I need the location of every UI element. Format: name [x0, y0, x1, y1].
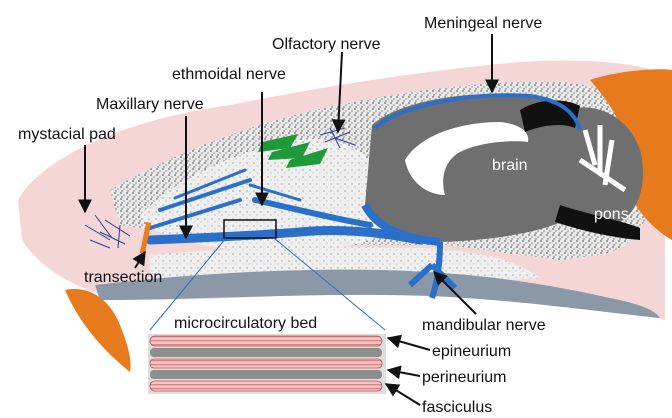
label-olfactory-nerve: Olfactory nerve — [272, 36, 381, 53]
arrow-epineurium — [388, 338, 430, 350]
epineurium-layer-bottom — [150, 381, 382, 391]
fasciculus-strand-1 — [150, 348, 382, 357]
label-transection: transection — [84, 269, 162, 286]
label-brain: brain — [492, 157, 528, 174]
label-perineurium: perineurium — [422, 369, 506, 386]
label-fasciculus: fasciculus — [422, 399, 492, 416]
nerve-inset — [148, 334, 386, 394]
epineurium-layer-top — [150, 336, 382, 346]
label-pons: pons — [594, 206, 629, 223]
upper-incisor — [65, 289, 131, 372]
fasciculus-strand-2 — [150, 370, 382, 379]
label-microcirculatory-bed: microcirculatory bed — [174, 315, 317, 332]
label-meningeal-nerve: Meningeal nerve — [424, 15, 542, 32]
label-mystacial-pad: mystacial pad — [18, 126, 116, 143]
perineurium-layer — [150, 359, 382, 368]
label-mandibular-nerve: mandibular nerve — [422, 317, 546, 334]
label-epineurium: epineurium — [432, 343, 511, 360]
arrow-perineurium — [388, 370, 420, 376]
label-ethmoidal-nerve: ethmoidal nerve — [172, 66, 286, 83]
label-maxillary-nerve: Maxillary nerve — [96, 96, 204, 113]
arrow-fasciculus — [386, 384, 420, 405]
